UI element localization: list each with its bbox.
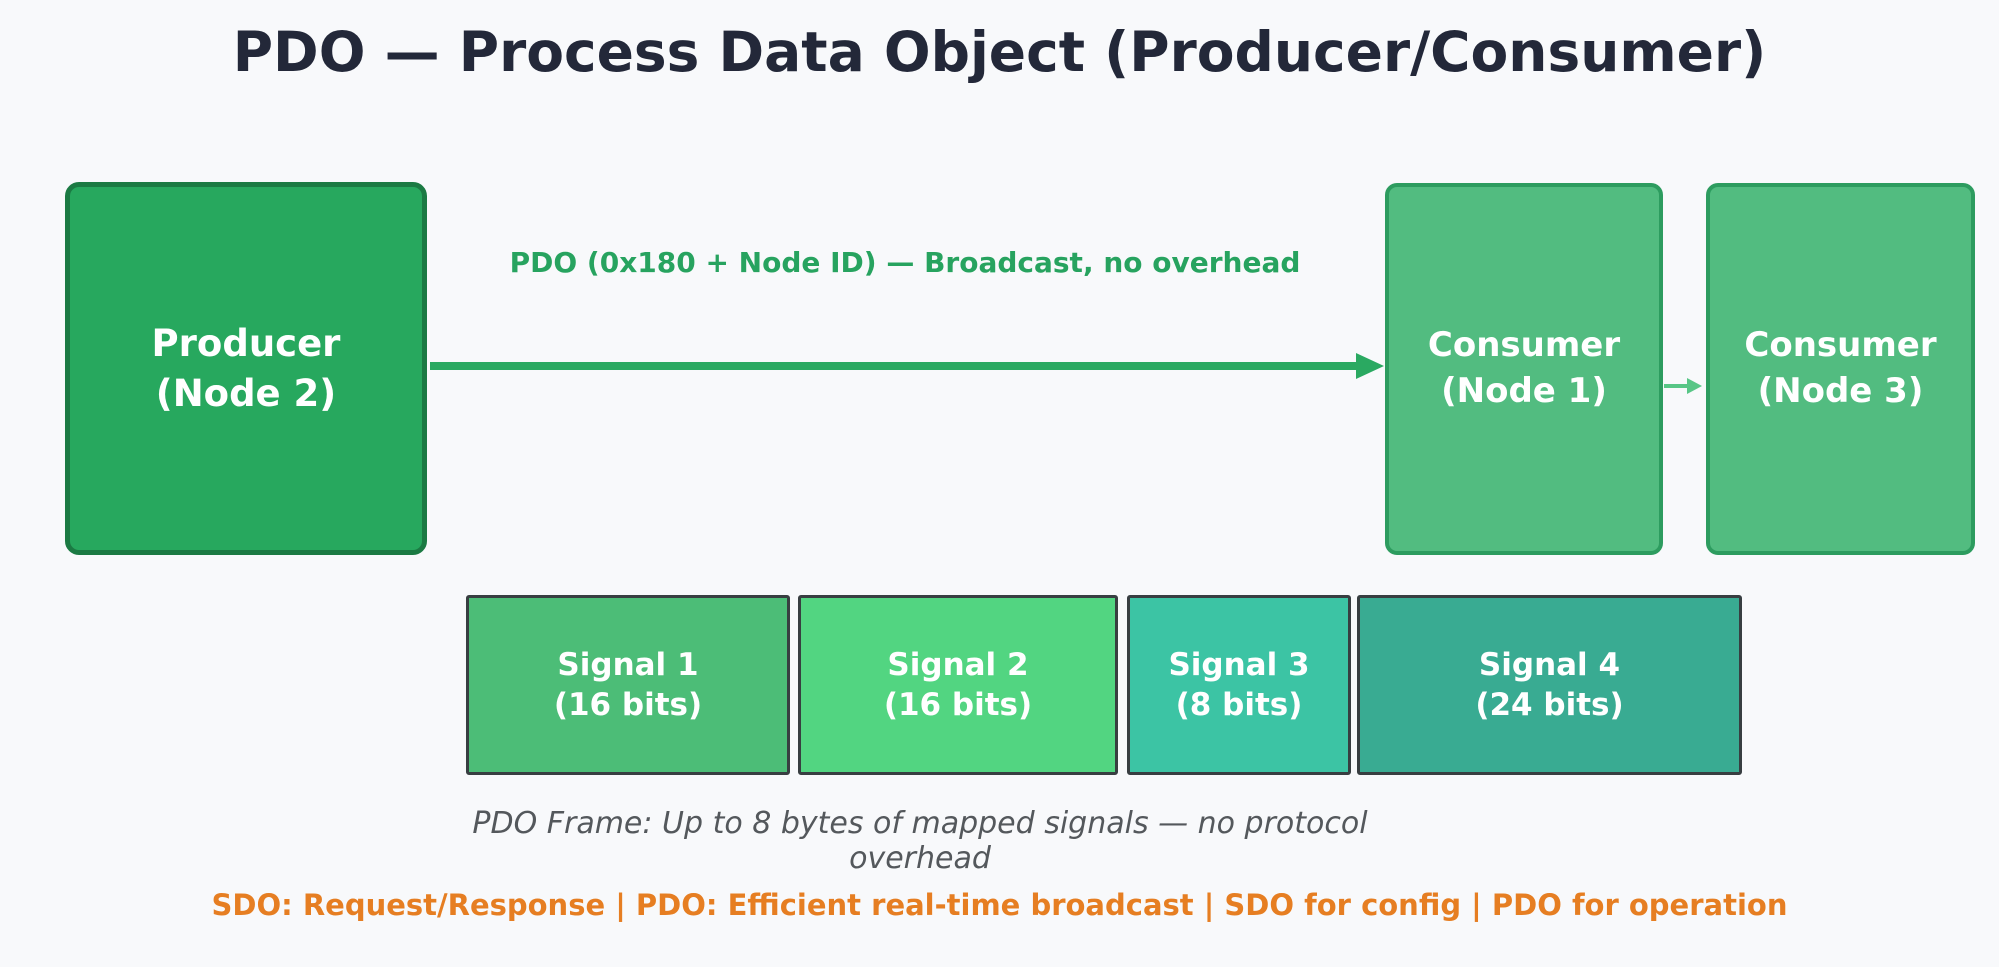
producer-node-id: (Node 2)	[155, 371, 337, 415]
broadcast-arrow-label: PDO (0x180 + Node ID) — Broadcast, no ov…	[509, 246, 1301, 279]
signal2-box: Signal 2 (16 bits)	[798, 595, 1118, 775]
broadcast-arrow-line	[430, 362, 1358, 370]
signal1-box: Signal 1 (16 bits)	[466, 595, 790, 775]
signal4-name: Signal 4	[1478, 646, 1621, 683]
signal1-name: Signal 1	[557, 646, 699, 683]
page-title: PDO — Process Data Object (Producer/Cons…	[232, 20, 1767, 84]
consumer-node1-id: (Node 1)	[1441, 371, 1607, 411]
signal2-name: Signal 2	[887, 646, 1029, 683]
pdo-frame-caption: PDO Frame: Up to 8 bytes of mapped signa…	[472, 806, 1368, 876]
broadcast-arrowhead-icon	[1356, 353, 1384, 379]
consumer-node1-box: Consumer (Node 1)	[1385, 183, 1663, 555]
signal2-label: Signal 2 (16 bits)	[884, 645, 1032, 726]
signal4-box: Signal 4 (24 bits)	[1357, 595, 1742, 775]
signal4-label: Signal 4 (24 bits)	[1475, 645, 1623, 726]
producer-node-label: Producer (Node 2)	[152, 319, 341, 419]
signal3-box: Signal 3 (8 bits)	[1127, 595, 1351, 775]
signal2-bits: (16 bits)	[883, 687, 1033, 723]
signal4-bits: (24 bits)	[1475, 687, 1624, 723]
consumer-node1-name: Consumer	[1427, 325, 1621, 366]
consumer-node3-name: Consumer	[1744, 325, 1937, 366]
producer-node-name: Producer	[151, 321, 341, 365]
signal1-label: Signal 1 (16 bits)	[554, 645, 702, 726]
signal3-name: Signal 3	[1168, 646, 1310, 683]
consumer-node1-label: Consumer (Node 1)	[1428, 323, 1620, 415]
sdo-pdo-comparison-note: SDO: Request/Response | PDO: Efficient r…	[211, 888, 1788, 922]
consumer-node3-box: Consumer (Node 3)	[1706, 183, 1975, 555]
consumer-node3-id: (Node 3)	[1757, 371, 1924, 411]
signal3-bits: (8 bits)	[1175, 687, 1303, 723]
producer-node-box: Producer (Node 2)	[65, 182, 427, 555]
consumer-node3-label: Consumer (Node 3)	[1744, 323, 1936, 415]
signal3-label: Signal 3 (8 bits)	[1168, 645, 1309, 726]
signal1-bits: (16 bits)	[553, 687, 703, 723]
relay-arrowhead-icon	[1687, 378, 1702, 394]
relay-arrow-line	[1664, 384, 1688, 388]
